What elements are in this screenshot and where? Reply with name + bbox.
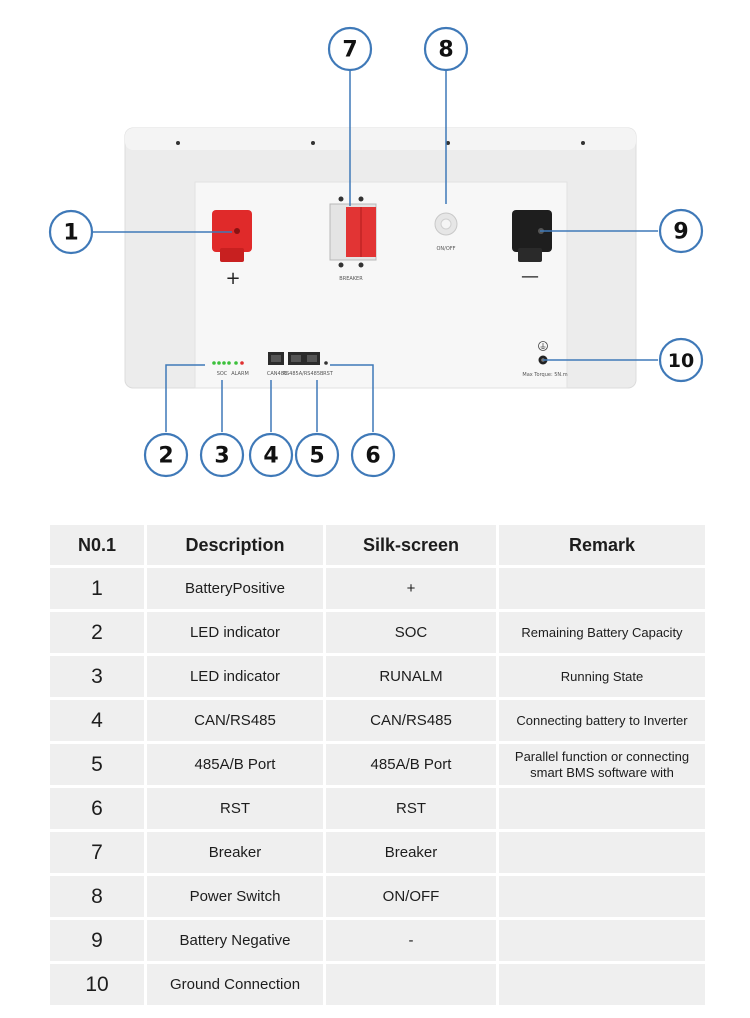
callout-1: 1 bbox=[48, 209, 94, 255]
svg-text:3: 3 bbox=[214, 444, 229, 469]
row-description: Breaker bbox=[147, 832, 323, 873]
breaker-silk: BREAKER bbox=[339, 276, 363, 282]
table-row: 10 Ground Connection bbox=[50, 964, 705, 1005]
row-silk bbox=[326, 964, 496, 1005]
power-switch: ON/OFF bbox=[434, 212, 458, 252]
table-row: 1 BatteryPositive + bbox=[50, 568, 705, 609]
row-silk: + bbox=[326, 568, 496, 609]
row-description: 485A/B Port bbox=[147, 744, 323, 785]
negative-terminal: — bbox=[512, 210, 552, 287]
callout-circles: 1 2 3 4 5 6 7 8 9 10 bbox=[48, 26, 704, 478]
breaker: BREAKER bbox=[329, 196, 377, 282]
row-remark bbox=[499, 832, 705, 873]
row-silk: RUNALM bbox=[326, 656, 496, 697]
row-remark: Running State bbox=[499, 656, 705, 697]
callout-8: 8 bbox=[423, 26, 469, 72]
table-row: 6 RST RST bbox=[50, 788, 705, 829]
row-silk: ON/OFF bbox=[326, 876, 496, 917]
table-row: 9 Battery Negative - bbox=[50, 920, 705, 961]
row-no: 6 bbox=[50, 788, 144, 829]
row-description: Battery Negative bbox=[147, 920, 323, 961]
row-description: BatteryPositive bbox=[147, 568, 323, 609]
row-description: Power Switch bbox=[147, 876, 323, 917]
row-no: 3 bbox=[50, 656, 144, 697]
housing-top-lip bbox=[125, 128, 636, 150]
table-header-row: N0.1 Description Silk-screen Remark bbox=[50, 525, 705, 565]
onoff-silk: ON/OFF bbox=[436, 246, 455, 252]
positive-terminal: + bbox=[212, 210, 252, 289]
callout-3: 3 bbox=[199, 432, 245, 478]
svg-text:8: 8 bbox=[438, 38, 453, 63]
table-row: 4 CAN/RS485 CAN/RS485 Connecting battery… bbox=[50, 700, 705, 741]
svg-text:9: 9 bbox=[673, 220, 688, 245]
header-no: N0.1 bbox=[50, 525, 144, 565]
header-silk-screen: Silk-screen bbox=[326, 525, 496, 565]
row-remark bbox=[499, 876, 705, 917]
svg-text:5: 5 bbox=[309, 444, 324, 469]
alarm-silk: ALARM bbox=[231, 371, 249, 377]
row-no: 9 bbox=[50, 920, 144, 961]
callout-5: 5 bbox=[294, 432, 340, 478]
row-remark: Parallel function or connecting smart BM… bbox=[499, 744, 705, 785]
housing-screws bbox=[176, 141, 585, 145]
row-description: LED indicator bbox=[147, 656, 323, 697]
callout-4: 4 bbox=[248, 432, 294, 478]
rs485-silk: RS485A/RS485B bbox=[283, 371, 324, 377]
table-row: 5 485A/B Port 485A/B Port Parallel funct… bbox=[50, 744, 705, 785]
row-remark bbox=[499, 964, 705, 1005]
row-remark: Connecting battery to Inverter bbox=[499, 700, 705, 741]
row-silk: 485A/B Port bbox=[326, 744, 496, 785]
callout-2: 2 bbox=[143, 432, 189, 478]
row-no: 2 bbox=[50, 612, 144, 653]
inner-panel bbox=[194, 181, 568, 389]
led-indicators: SOC ALARM bbox=[212, 361, 249, 377]
torque-silk: Max Torque: 5N.m bbox=[522, 372, 567, 378]
row-silk: RST bbox=[326, 788, 496, 829]
row-description: RST bbox=[147, 788, 323, 829]
svg-text:4: 4 bbox=[263, 444, 278, 469]
row-no: 5 bbox=[50, 744, 144, 785]
spec-table: N0.1 Description Silk-screen Remark 1 Ba… bbox=[47, 522, 708, 1008]
negative-silk: — bbox=[521, 266, 539, 287]
svg-text:7: 7 bbox=[342, 38, 357, 63]
callout-7: 7 bbox=[327, 26, 373, 72]
row-remark bbox=[499, 920, 705, 961]
soc-silk: SOC bbox=[217, 371, 228, 377]
row-no: 4 bbox=[50, 700, 144, 741]
communication-ports: CAN485 RS485A/RS485B RST bbox=[267, 352, 334, 377]
callout-6: 6 bbox=[350, 432, 396, 478]
callout-leaders bbox=[93, 71, 658, 432]
rst-silk: RST bbox=[323, 371, 334, 377]
svg-text:1: 1 bbox=[63, 221, 78, 246]
row-remark bbox=[499, 568, 705, 609]
row-remark: Remaining Battery Capacity bbox=[499, 612, 705, 653]
callout-9: 9 bbox=[658, 208, 704, 254]
battery-front-panel-diagram: + BREAKER ON/OFF — SOC ALARM bbox=[48, 26, 704, 478]
row-silk: CAN/RS485 bbox=[326, 700, 496, 741]
table-row: 7 Breaker Breaker bbox=[50, 832, 705, 873]
row-description: LED indicator bbox=[147, 612, 323, 653]
header-remark: Remark bbox=[499, 525, 705, 565]
row-silk: SOC bbox=[326, 612, 496, 653]
can485-silk: CAN485 bbox=[267, 371, 287, 377]
row-no: 7 bbox=[50, 832, 144, 873]
row-no: 8 bbox=[50, 876, 144, 917]
callout-10: 10 bbox=[658, 337, 704, 383]
table-row: 8 Power Switch ON/OFF bbox=[50, 876, 705, 917]
row-no: 1 bbox=[50, 568, 144, 609]
svg-text:2: 2 bbox=[158, 444, 173, 469]
row-description: CAN/RS485 bbox=[147, 700, 323, 741]
svg-text:6: 6 bbox=[365, 444, 380, 469]
row-no: 10 bbox=[50, 964, 144, 1005]
header-description: Description bbox=[147, 525, 323, 565]
positive-silk: + bbox=[225, 268, 240, 289]
row-silk: - bbox=[326, 920, 496, 961]
table-row: 3 LED indicator RUNALM Running State bbox=[50, 656, 705, 697]
row-remark bbox=[499, 788, 705, 829]
table-row: 2 LED indicator SOC Remaining Battery Ca… bbox=[50, 612, 705, 653]
row-silk: Breaker bbox=[326, 832, 496, 873]
row-description: Ground Connection bbox=[147, 964, 323, 1005]
svg-text:10: 10 bbox=[668, 350, 694, 372]
